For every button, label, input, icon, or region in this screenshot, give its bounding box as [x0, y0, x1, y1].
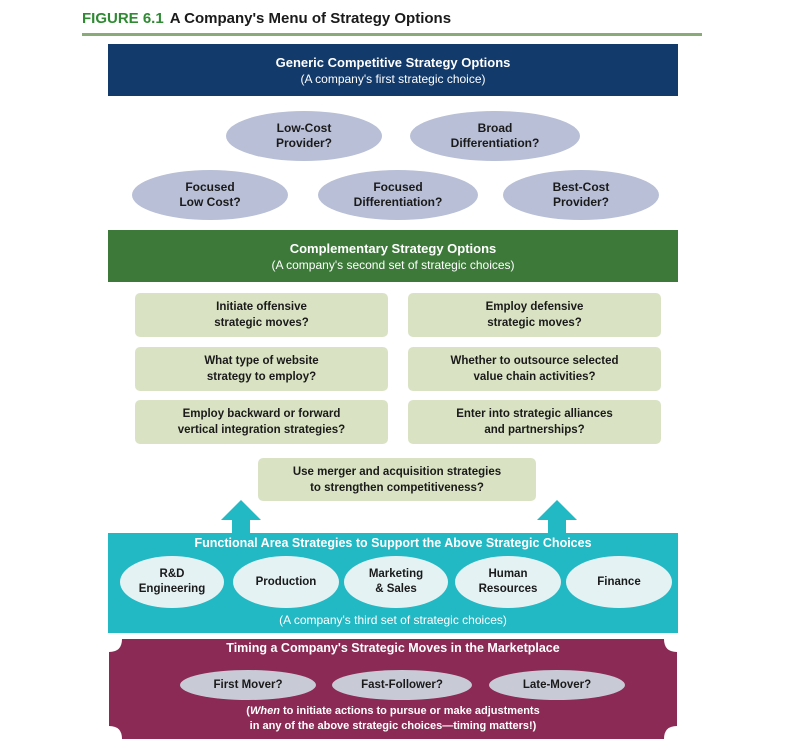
generic-option-line: Low Cost? [179, 195, 241, 209]
generic-option-line: Provider? [275, 136, 332, 150]
complementary-option-outsource: Whether to outsource selected value chai… [408, 347, 661, 391]
complementary-option-line: Initiate offensive [216, 301, 307, 313]
complementary-option-merger: Use merger and acquisition strategies to… [258, 458, 536, 501]
generic-option-line: Focused [373, 180, 423, 194]
complementary-strategy-band: Complementary Strategy Options (A compan… [108, 230, 678, 282]
functional-subtitle: (A company's third set of strategic choi… [279, 613, 507, 627]
complementary-option-line: vertical integration strategies? [177, 424, 346, 436]
generic-option-line: Best-Cost [552, 180, 610, 194]
complementary-option-alliances: Enter into strategic alliances and partn… [408, 400, 661, 444]
timing-note-line2: in any of the above strategic choices—ti… [249, 720, 537, 732]
generic-title: Generic Competitive Strategy Options [275, 54, 511, 70]
complementary-option-line: What type of website [204, 355, 319, 367]
complementary-option-line: Enter into strategic alliances [456, 408, 613, 420]
complementary-option-line: strategic moves? [214, 317, 309, 329]
functional-area-marketing: Marketing & Sales [344, 556, 448, 608]
functional-area-line: Engineering [138, 583, 206, 595]
functional-area-production: Production [233, 556, 339, 608]
complementary-option-line: Employ backward or forward [182, 408, 341, 420]
timing-note-emphasis: When [249, 705, 280, 717]
complementary-title: Complementary Strategy Options [289, 240, 497, 256]
functional-area-line: Production [255, 575, 317, 588]
functional-area-line: Finance [597, 575, 641, 588]
complementary-option-line: Employ defensive [485, 301, 584, 313]
functional-area-rd: R&D Engineering [120, 556, 224, 608]
timing-option-label: Late-Mover? [522, 679, 592, 691]
functional-area-line: Resources [478, 583, 538, 595]
generic-option-focused-differentiation: Focused Differentiation? [318, 170, 478, 220]
functional-area-finance: Finance [566, 556, 672, 608]
functional-area-hr: Human Resources [455, 556, 561, 608]
timing-option-label: First Mover? [213, 679, 283, 691]
up-arrow-icon [537, 500, 577, 534]
functional-area-line: Human [488, 568, 528, 580]
generic-option-best-cost: Best-Cost Provider? [503, 170, 659, 220]
up-arrow-icon [221, 500, 261, 534]
timing-option-late-mover: Late-Mover? [489, 670, 625, 700]
timing-option-label: Fast-Follower? [361, 679, 443, 691]
timing-option-first-mover: First Mover? [180, 670, 316, 700]
complementary-option-website: What type of website strategy to employ? [135, 347, 388, 391]
timing-note: (When to initiate actions to pursue or m… [246, 705, 540, 732]
figure-title: A Company's Menu of Strategy Options [169, 10, 452, 27]
figure-caption: FIGURE 6.1 A Company's Menu of Strategy O… [82, 10, 451, 27]
complementary-option-line: and partnerships? [484, 424, 585, 436]
functional-title: Functional Area Strategies to Support th… [194, 536, 592, 550]
generic-option-low-cost: Low-Cost Provider? [226, 111, 382, 161]
generic-option-line: Provider? [552, 195, 609, 209]
generic-option-line: Differentiation? [353, 195, 443, 209]
generic-option-line: Differentiation? [450, 136, 540, 150]
timing-note-line1: to initiate actions to pursue or make ad… [279, 705, 540, 717]
functional-area-line: R&D [159, 568, 185, 580]
complementary-option-line: Use merger and acquisition strategies [292, 465, 502, 478]
figure-number: FIGURE 6.1 [82, 10, 164, 27]
generic-option-line: Focused [185, 180, 235, 194]
complementary-option-integration: Employ backward or forward vertical inte… [135, 400, 388, 444]
generic-option-focused-low-cost: Focused Low Cost? [132, 170, 288, 220]
timing-title: Timing a Company's Strategic Moves in th… [226, 641, 560, 655]
timing-option-fast-follower: Fast-Follower? [332, 670, 472, 700]
complementary-option-line: value chain activities? [473, 371, 596, 383]
generic-subtitle: (A company's first strategic choice) [300, 71, 486, 86]
generic-option-line: Low-Cost [276, 121, 332, 135]
functional-area-line: Marketing [368, 568, 424, 580]
complementary-option-offensive: Initiate offensive strategic moves? [135, 293, 388, 337]
complementary-option-line: strategy to employ? [206, 371, 317, 383]
functional-area-line: & Sales [375, 583, 417, 595]
generic-strategy-band: Generic Competitive Strategy Options (A … [108, 44, 678, 96]
complementary-option-line: strategic moves? [487, 317, 582, 329]
complementary-option-defensive: Employ defensive strategic moves? [408, 293, 661, 337]
complementary-subtitle: (A company's second set of strategic cho… [271, 257, 515, 272]
complementary-option-line: Whether to outsource selected [450, 355, 619, 367]
caption-rule [82, 33, 702, 36]
generic-option-broad-differentiation: Broad Differentiation? [410, 111, 580, 161]
generic-option-line: Broad [477, 121, 513, 135]
complementary-option-line: to strengthen competitiveness? [310, 481, 484, 494]
